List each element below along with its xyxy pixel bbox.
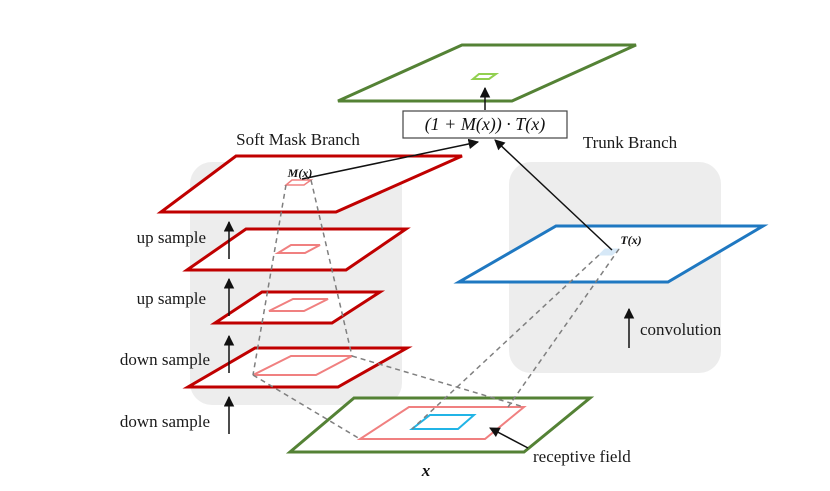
- receptive-field-label: receptive field: [533, 447, 631, 466]
- mask-layer-up-1: [182, 227, 411, 272]
- receptive-field-pointer: [489, 427, 529, 449]
- trunk-branch-title: Trunk Branch: [583, 133, 678, 152]
- trunk-output-label: T(x): [620, 233, 641, 247]
- down-sample-label-2: down sample: [120, 412, 210, 431]
- mask-receptive-layer-down-2: [268, 298, 329, 312]
- convolution-label: convolution: [640, 320, 722, 339]
- mask-output-label: M(x): [287, 166, 313, 180]
- trunk-output-cell: [597, 248, 621, 256]
- mask-layer-down-2: [210, 290, 386, 325]
- soft-mask-branch-panel: [190, 162, 402, 405]
- up-sample-label-2: up sample: [137, 289, 206, 308]
- trunk-to-formula-arrow: [494, 139, 613, 251]
- formula-text: (1 + M(x)) · T(x): [425, 114, 546, 135]
- mask-receptive-field-on-input: [356, 406, 527, 440]
- mask-layer-down-1: [182, 346, 413, 389]
- down-sample-label-1: down sample: [120, 350, 210, 369]
- soft-mask-branch-title: Soft Mask Branch: [236, 130, 360, 149]
- up-sample-label-1: up sample: [137, 228, 206, 247]
- mask-output-cell: [283, 179, 314, 186]
- input-label: x: [421, 461, 431, 480]
- receptive-field-dashed-lines: [252, 179, 620, 440]
- output-highlight-cell: [470, 73, 500, 80]
- mask-receptive-layer-down-1: [252, 355, 353, 376]
- mask-to-formula-arrow: [301, 138, 480, 180]
- mask-receptive-layer-up-1: [274, 244, 321, 254]
- formula-box: [402, 110, 568, 139]
